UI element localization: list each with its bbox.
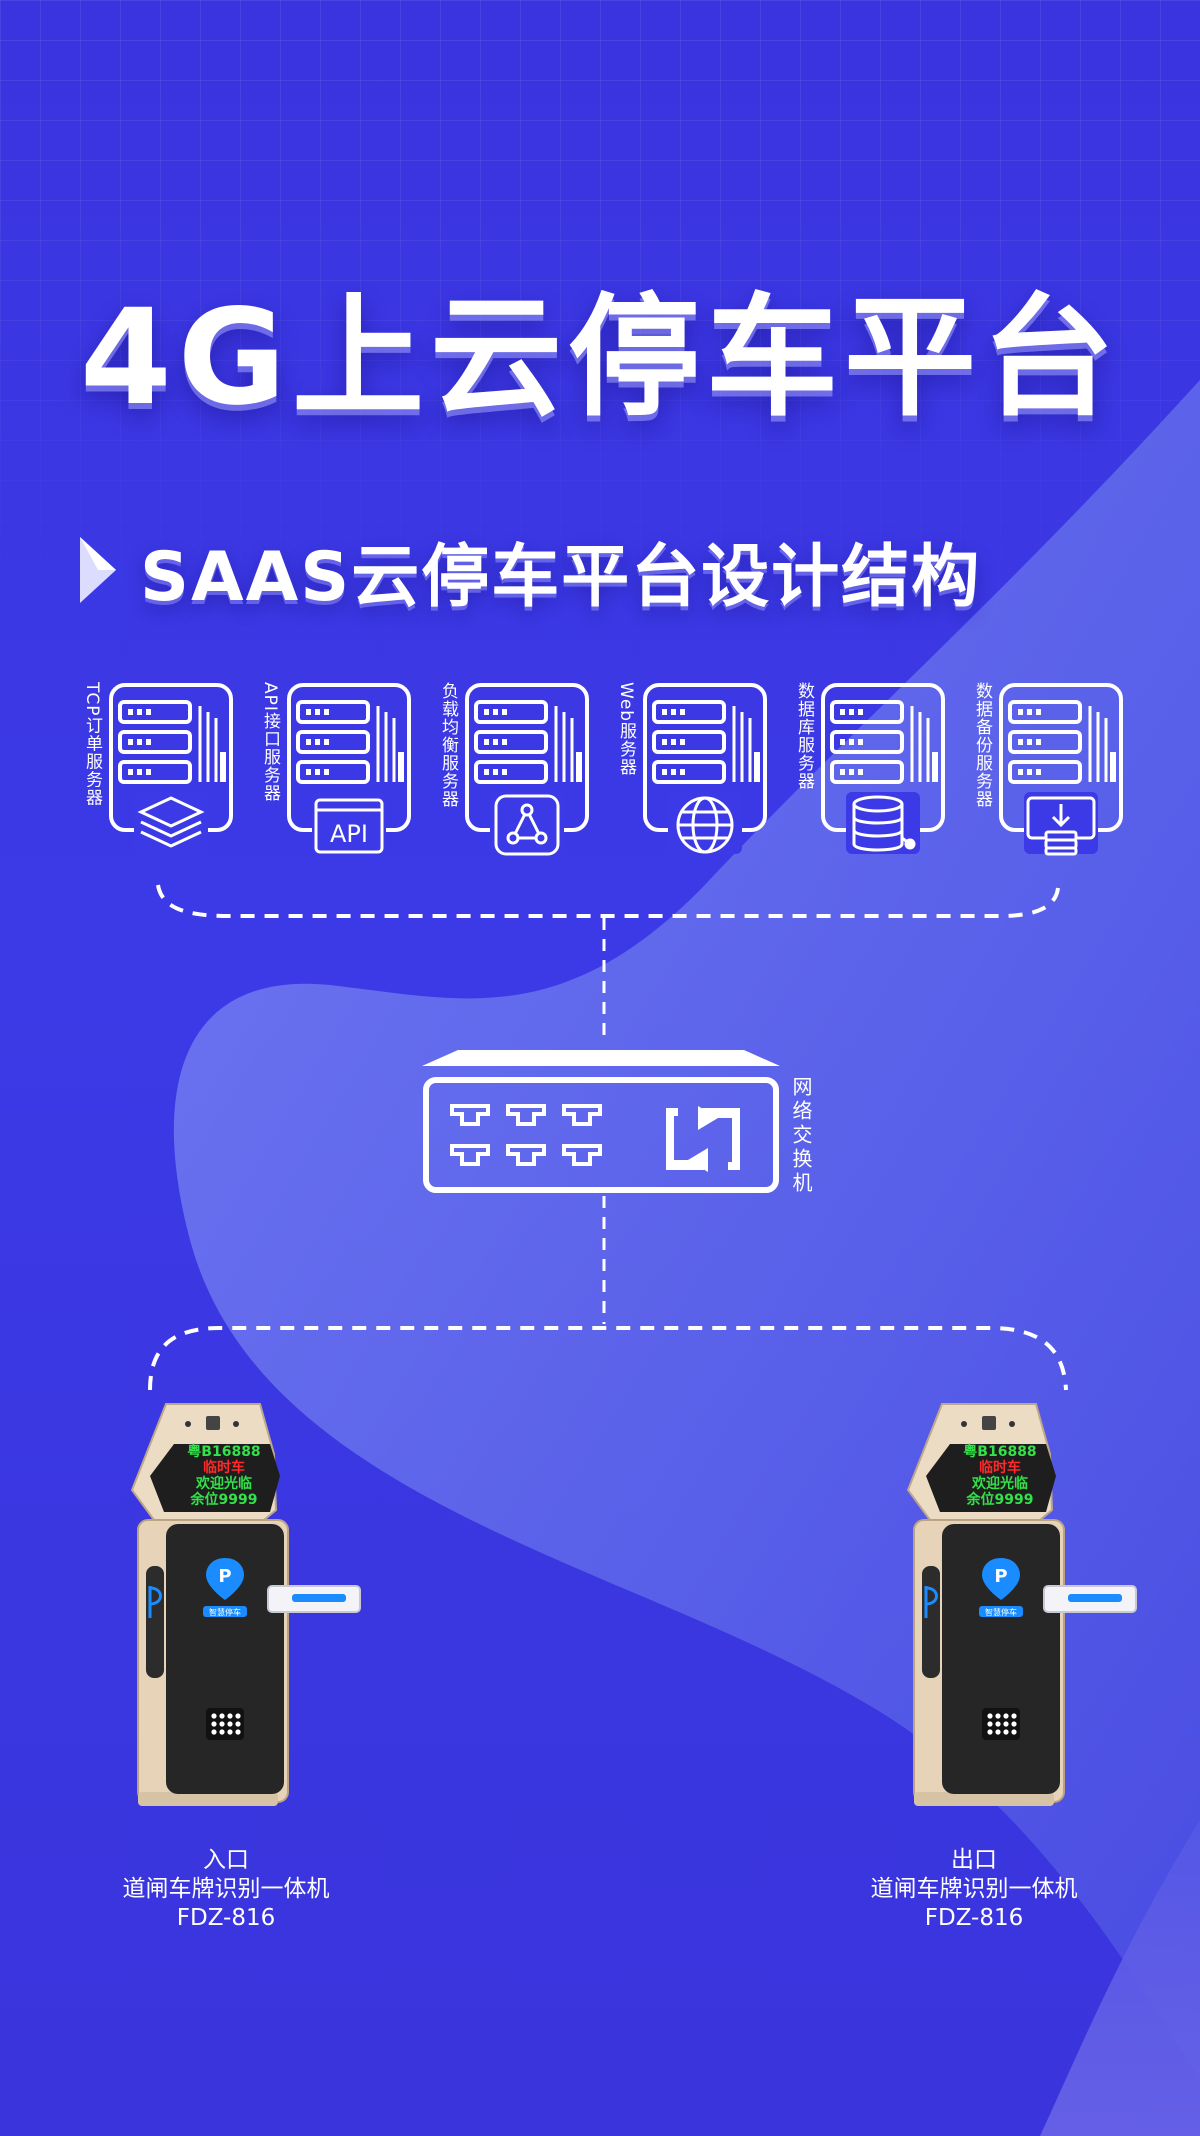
server-rack-icon	[109, 683, 233, 854]
backup-icon	[1026, 796, 1096, 856]
server-rack-icon: API	[287, 683, 411, 854]
gate-name: 道闸车牌识别一体机	[122, 1876, 330, 1902]
gate-model: FDZ-816	[924, 1905, 1024, 1931]
section-subtitle: SAAS云停车平台设计结构	[140, 537, 982, 617]
server-tcp-order: TCP订单服务器	[78, 682, 238, 862]
gate-machine-entry: P 智慧停车	[130, 1403, 361, 1806]
server-load-balance: 负载均衡服务器	[434, 682, 594, 862]
server-api: API接口服务器 API	[256, 682, 416, 862]
gate-name: 道闸车牌识别一体机	[870, 1876, 1078, 1902]
screen-plate: 粤B16888	[187, 1444, 261, 1460]
keypad-icon	[206, 1708, 244, 1740]
screen-plate: 粤B16888	[963, 1444, 1037, 1460]
gate-screen-entry: 粤B16888 临时车 欢迎光临 余位9999	[168, 1444, 280, 1508]
server-bus-line	[156, 884, 1060, 918]
gate-model: FDZ-816	[176, 1905, 276, 1931]
load-balance-icon	[494, 794, 560, 856]
server-data-backup: 数据备份服务器	[968, 682, 1128, 862]
gate-logo-text: 智慧停车	[985, 1607, 1017, 1617]
gate-caption-exit: 出口 道闸车牌识别一体机 FDZ-816	[814, 1846, 1134, 1933]
subtitle-row: SAAS云停车平台设计结构	[78, 530, 981, 617]
api-icon-text: API	[330, 820, 368, 848]
globe-icon	[676, 796, 734, 854]
parking-pin-icon: P	[206, 1558, 244, 1600]
svg-text:P: P	[994, 1566, 1007, 1587]
screen-welcome: 欢迎光临	[972, 1476, 1028, 1492]
svg-text:P: P	[218, 1566, 231, 1587]
gate-bus-line	[148, 1326, 1068, 1391]
gate-logo-text: 智慧停车	[209, 1607, 241, 1617]
api-icon: API	[314, 798, 384, 854]
server-rack-icon	[821, 683, 945, 854]
switch-label: 网络交换机	[789, 1076, 813, 1196]
server-web: Web服务器	[612, 682, 772, 862]
keypad-icon	[982, 1708, 1020, 1740]
layers-icon	[137, 796, 205, 848]
server-label: TCP订单服务器	[82, 682, 102, 807]
screen-spaces: 余位9999	[190, 1492, 258, 1508]
server-label: 数据库服务器	[794, 682, 814, 790]
parking-pin-icon: P	[982, 1558, 1020, 1600]
play-arrow-icon	[80, 537, 116, 603]
server-database: 数据库服务器	[790, 682, 950, 862]
gate-position: 出口	[951, 1847, 997, 1873]
server-rack-icon	[465, 683, 589, 856]
network-switch-icon	[422, 1050, 780, 1193]
background-grid	[0, 0, 1200, 620]
server-rack-icon	[643, 683, 767, 854]
screen-spaces: 余位9999	[966, 1492, 1034, 1508]
server-label: API接口服务器	[260, 682, 280, 802]
gate-position: 入口	[203, 1847, 249, 1873]
server-label: 数据备份服务器	[972, 682, 992, 808]
screen-vehicle-type: 临时车	[979, 1460, 1021, 1476]
database-icon	[852, 795, 916, 852]
server-rack-icon	[999, 683, 1123, 856]
gate-machine-exit: P 智慧停车	[906, 1403, 1137, 1806]
screen-vehicle-type: 临时车	[203, 1460, 245, 1476]
server-label: Web服务器	[616, 682, 636, 777]
screen-welcome: 欢迎光临	[196, 1476, 252, 1492]
gate-screen-exit: 粤B16888 临时车 欢迎光临 余位9999	[944, 1444, 1056, 1508]
page-title: 4G上云停车平台	[79, 281, 1121, 435]
gate-caption-entry: 入口 道闸车牌识别一体机 FDZ-816	[66, 1846, 386, 1933]
server-label: 负载均衡服务器	[438, 682, 458, 808]
sync-arrows-icon	[666, 1106, 740, 1172]
